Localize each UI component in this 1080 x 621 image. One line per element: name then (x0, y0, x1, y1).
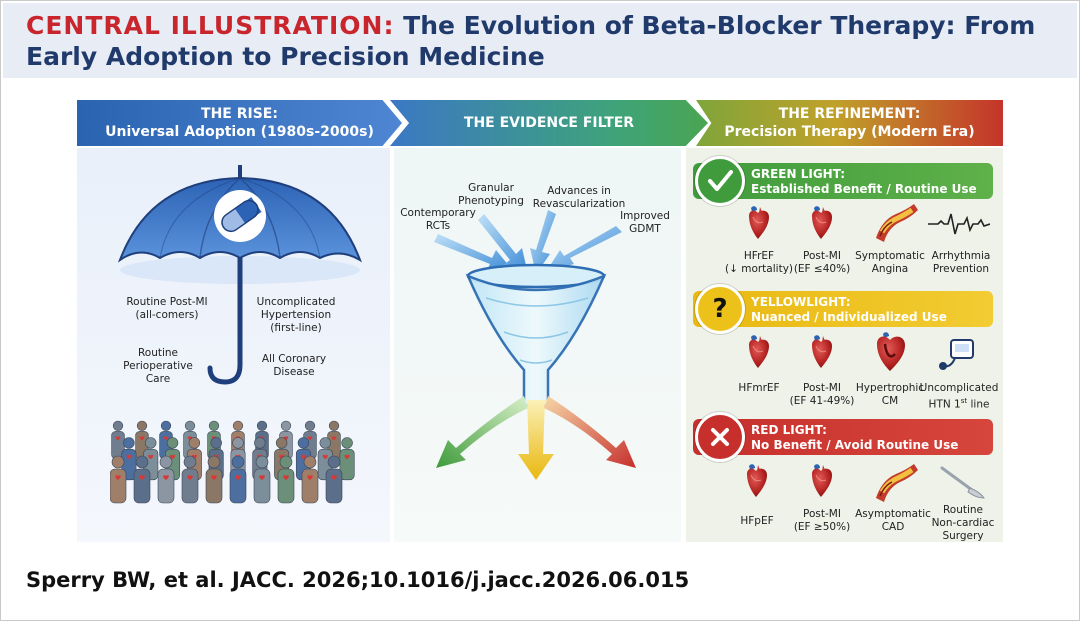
person-figure (325, 455, 343, 504)
item-hfref: HFrEF (↓ mortality) (724, 250, 793, 275)
label-advances-in-revascularization: Advances in Revascularization (532, 185, 626, 210)
heart-icon (307, 475, 313, 480)
artery-icon (876, 464, 918, 502)
heart-icon (307, 436, 313, 441)
umbrella-icon (117, 165, 362, 385)
output-arrows (436, 396, 636, 480)
red-light-title: RED LIGHT: (751, 423, 827, 437)
item-hypertrophic-cm: Hypertrophic CM (855, 382, 925, 407)
scalpel-icon (940, 466, 985, 499)
label-granular-phenotyping: Granular Phenotyping (458, 182, 524, 207)
artery-icon (876, 204, 918, 242)
heart-icon (344, 454, 350, 460)
item-post-mi-ef-50: Post-MI (EF ≥50%) (793, 508, 851, 533)
item-hfpef: HFpEF (740, 515, 774, 527)
heart-icon (811, 334, 833, 369)
evidence-funnel-diagram (434, 210, 636, 480)
heart-icon (235, 475, 241, 480)
item-arrhythmia-prevention: Arrhythmia Prevention (931, 250, 991, 275)
heart-icon (139, 436, 145, 441)
heart-icon (148, 454, 154, 460)
person-figure (339, 437, 355, 481)
blood-pressure-cuff-icon (939, 339, 974, 370)
red-light-subtitle: No Benefit / Avoid Routine Use (751, 438, 959, 452)
pill-icon (214, 190, 266, 242)
green-light-subtitle: Established Benefit / Routine Use (751, 182, 977, 196)
column-header-refinement-line2: Precision Therapy (Modern Era) (724, 124, 975, 140)
heart-icon (126, 454, 132, 460)
yellow-light-subtitle: Nuanced / Individualized Use (751, 310, 947, 324)
heart-icon (746, 463, 768, 498)
heart-icon (163, 436, 169, 441)
person-figure (133, 455, 151, 504)
item-symptomatic-angina: Symptomatic Angina (855, 250, 925, 275)
heart-icon (331, 475, 337, 480)
column-header-refinement: THE REFINEMENT: Precision Therapy (Moder… (696, 100, 1003, 146)
input-arrows (434, 210, 622, 274)
label-all-coronary-disease: All Coronary Disease (261, 353, 327, 378)
person-figure (205, 455, 223, 504)
heart-icon (322, 454, 328, 460)
person-figure (253, 455, 271, 504)
question-mark-icon: ? (695, 284, 745, 334)
label-improved-gdmt: Improved GDMT (620, 210, 670, 235)
label-uncomplicated-hypertension: Uncomplicated Hypertension (first-line) (256, 296, 336, 334)
column-header-rise: THE RISE: Universal Adoption (1980s-2000… (77, 100, 402, 146)
heart-icon (259, 475, 265, 480)
red-light-band: RED LIGHT: No Benefit / Avoid Routine Us… (693, 419, 993, 455)
green-light-title: GREEN LIGHT: (751, 167, 846, 181)
person-figure (229, 455, 247, 504)
item-post-mi-ef-41-49: Post-MI (EF 41-49%) (789, 382, 855, 407)
item-uncomplicated-htn-first-line: Uncomplicated HTN 1st line (919, 382, 999, 411)
funnel-icon (465, 263, 607, 408)
header-bar (3, 3, 1077, 78)
column-header-rise-line1: THE RISE: (201, 106, 278, 122)
citation: Sperry BW, et al. JACC. 2026;10.1016/j.j… (26, 568, 690, 592)
person-figure (301, 455, 319, 504)
column-header-evidence-filter: THE EVIDENCE FILTER (390, 100, 708, 146)
label-routine-post-mi: Routine Post-MI (all-comers) (126, 296, 208, 321)
column-header-filter-line1: THE EVIDENCE FILTER (463, 115, 635, 131)
label-routine-perioperative-care: Routine Perioperative Care (123, 347, 193, 385)
column-header-rise-line2: Universal Adoption (1980s-2000s) (105, 124, 374, 140)
title-text: The Evolution of Beta-Blocker Therapy: F… (26, 11, 1036, 71)
column-header-refinement-line1: THE REFINEMENT: (778, 106, 921, 122)
yellow-light-title: YELLOWLIGHT: (751, 295, 851, 309)
heart-icon (170, 454, 176, 460)
person-figure (317, 437, 333, 481)
item-hfmref: HFmrEF (738, 382, 780, 394)
heart-icon (139, 475, 145, 480)
page-title: CENTRAL ILLUSTRATION: The Evolution of B… (26, 10, 1056, 72)
heart-icon (811, 463, 833, 498)
label-contemporary-rcts: Contemporary RCTs (400, 207, 476, 232)
heart-icon (811, 205, 833, 240)
ecg-waveform-icon (928, 213, 990, 235)
heart-icon (331, 436, 337, 441)
checkmark-icon (695, 156, 745, 206)
heart-icon (115, 475, 121, 480)
heart-icon (211, 475, 217, 480)
crowd-icon (110, 420, 355, 504)
item-routine-non-cardiac-surgery: Routine Non-cardiac Surgery (931, 504, 995, 542)
person-figure (277, 455, 295, 504)
heart-icon (748, 205, 770, 240)
item-asymptomatic-cad: Asymptomatic CAD (855, 508, 931, 533)
person-figure (181, 455, 199, 504)
heart-icon (283, 475, 289, 480)
hypertrophic-heart-icon (877, 332, 905, 371)
heart-icon (163, 475, 169, 480)
heart-icon (187, 475, 193, 480)
person-figure (110, 455, 127, 504)
heart-icon (115, 436, 121, 441)
person-figure (157, 455, 175, 504)
x-mark-icon (695, 412, 745, 462)
heart-icon (300, 454, 306, 460)
title-lead: CENTRAL ILLUSTRATION: (26, 11, 395, 40)
item-post-mi-ef-40: Post-MI (EF ≤40%) (793, 250, 851, 275)
heart-icon (748, 334, 770, 369)
